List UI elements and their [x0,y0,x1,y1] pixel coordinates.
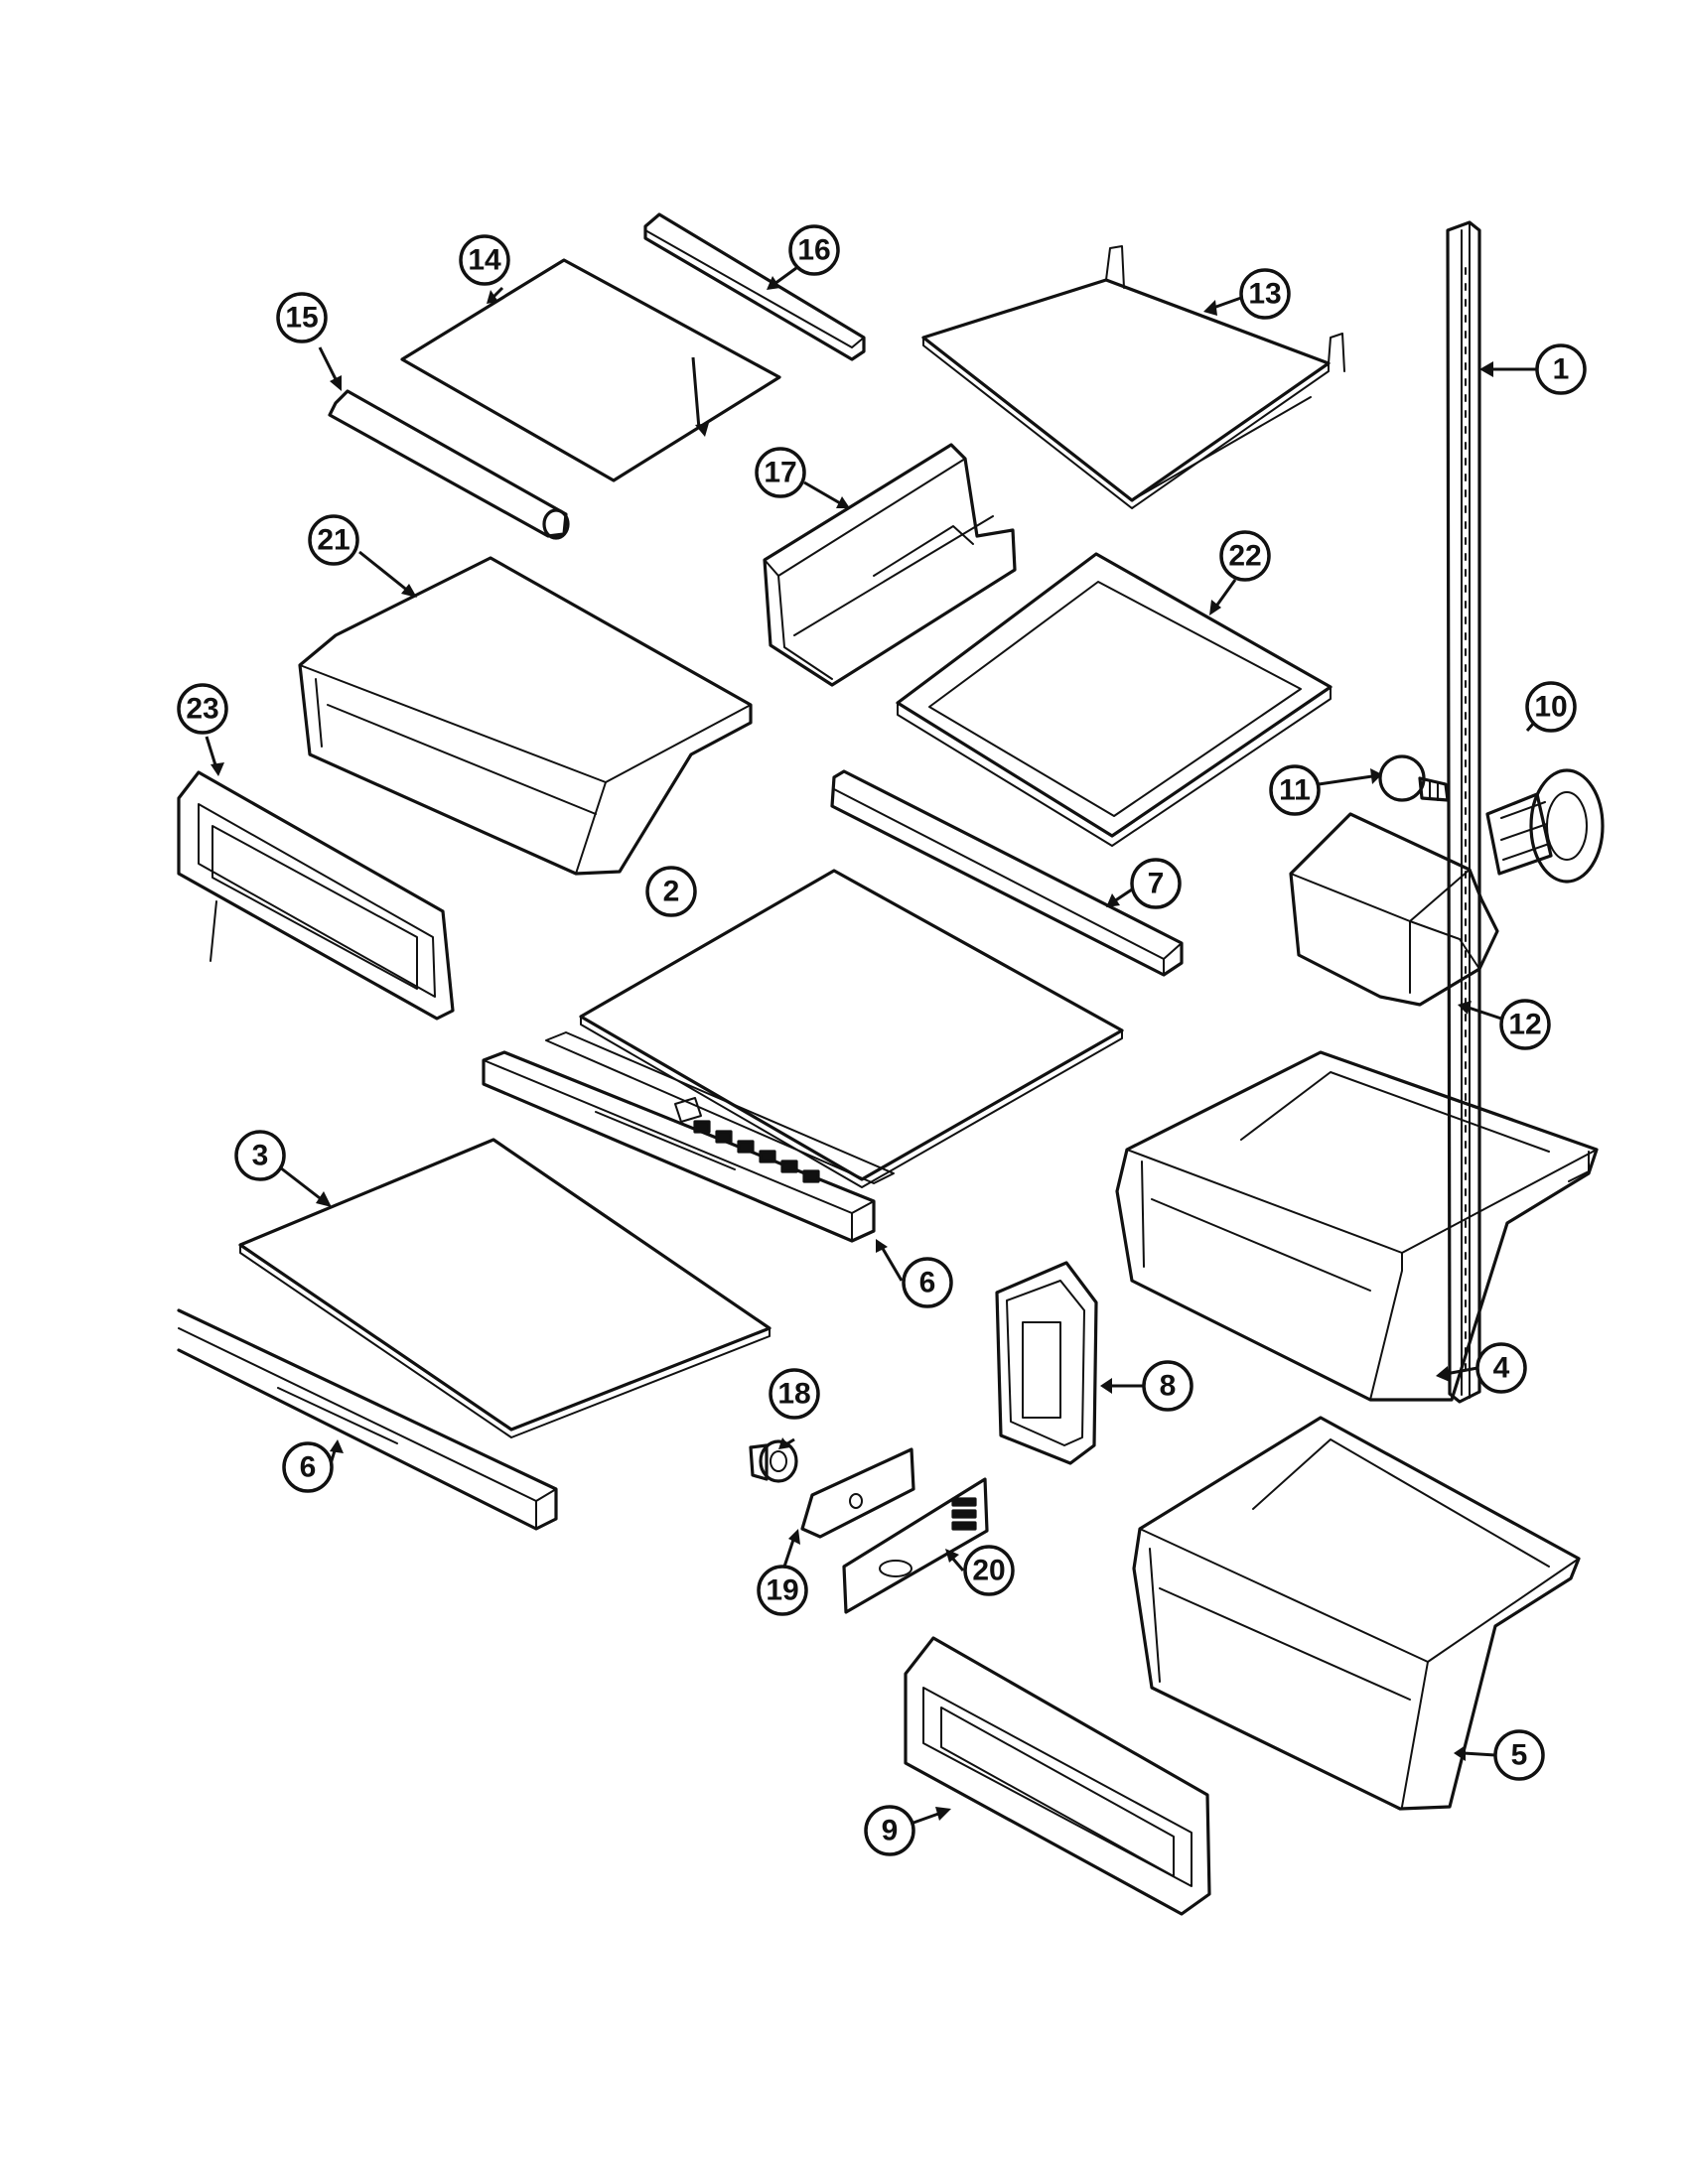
callout-9: 9 [864,1805,915,1856]
callout-7: 7 [1130,858,1182,909]
part-dairy-tray [763,443,1017,687]
svg-text:11: 11 [1279,774,1311,807]
svg-text:20: 20 [972,1555,1005,1587]
callout-11: 11 [1269,764,1321,816]
svg-text:2: 2 [663,876,680,908]
part-light-socket [1485,768,1605,884]
part-wire-shelf [921,245,1345,509]
svg-text:16: 16 [797,234,830,267]
part-crisper-drawer-upper [1115,1050,1599,1402]
svg-text:10: 10 [1534,691,1567,724]
part-control-bracket [800,1447,915,1539]
callout-22: 22 [1219,530,1271,582]
part-crisper-cover-frame [896,552,1333,847]
svg-text:4: 4 [1493,1352,1510,1385]
svg-text:23: 23 [186,693,218,726]
svg-text:15: 15 [285,302,318,335]
svg-text:18: 18 [777,1378,810,1411]
part-control-panel-plate [842,1477,989,1614]
part-shelf-trim-lower [177,1308,558,1531]
callout-21: 21 [308,514,359,566]
callout-6b: 6 [282,1441,334,1493]
callout-1: 1 [1535,343,1587,395]
part-shelf-trim-middle [482,1031,895,1243]
callout-17: 17 [755,447,806,498]
svg-text:12: 12 [1508,1009,1541,1041]
svg-text:9: 9 [882,1815,899,1847]
leader-lines [205,266,1547,1825]
callout-23: 23 [177,683,228,735]
svg-text:7: 7 [1148,868,1165,900]
part-shelf-rod [328,389,570,540]
part-crisper-front-panel [904,1636,1211,1916]
part-crisper-drawer-left [298,556,753,876]
callout-16: 16 [788,224,840,276]
callout-18: 18 [769,1368,820,1420]
callout-14: 14 [459,234,510,286]
svg-text:17: 17 [764,457,796,489]
callout-3: 3 [234,1130,286,1181]
svg-text:22: 22 [1228,540,1261,573]
callout-2: 2 [645,866,697,917]
part-crisper-front-panel-left [177,770,455,1021]
svg-text:5: 5 [1511,1739,1528,1772]
svg-text:6: 6 [919,1267,936,1299]
callout-15: 15 [276,292,328,343]
svg-text:14: 14 [468,244,501,277]
svg-text:8: 8 [1160,1370,1177,1403]
part-light-bulb [1378,754,1450,802]
svg-text:19: 19 [766,1574,798,1607]
svg-text:21: 21 [317,524,350,557]
callout-4: 4 [1475,1342,1527,1394]
callout-13: 13 [1239,268,1291,320]
callout-12: 12 [1499,999,1551,1050]
part-light-shield [1289,812,1499,1007]
callout-10: 10 [1525,681,1577,733]
part-glass-shelf-small [400,258,781,482]
part-shelf-rear-trim [830,769,1184,977]
part-crisper-drawer-lower [1132,1416,1581,1811]
callout-5: 5 [1493,1729,1545,1781]
part-glass-shelf-large [579,869,1124,1188]
svg-text:6: 6 [300,1451,317,1484]
svg-text:13: 13 [1248,278,1281,311]
part-plug [749,1439,798,1483]
svg-text:3: 3 [252,1140,269,1172]
callout-6a: 6 [902,1257,953,1308]
callout-19: 19 [757,1565,808,1616]
part-control-housing [995,1261,1098,1465]
svg-text:1: 1 [1553,353,1570,386]
part-trim-strip [643,212,866,361]
part-glass-shelf [238,1138,772,1438]
callout-20: 20 [963,1545,1015,1596]
part-shelf-support-rail [1446,220,1481,1404]
callout-8: 8 [1142,1360,1193,1412]
